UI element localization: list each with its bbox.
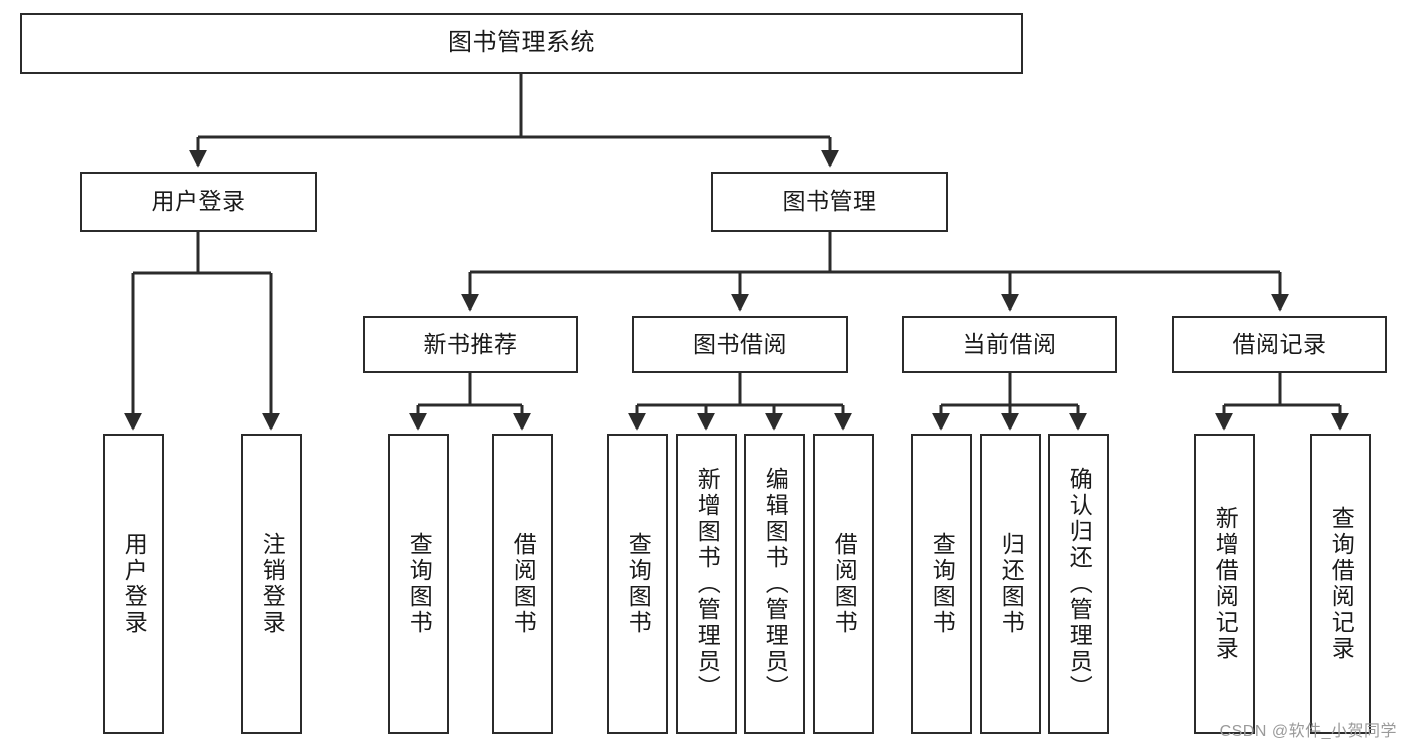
leaf-current-borrow-confirm-return-admin[interactable]: 确认归还（管理员）	[1048, 434, 1109, 734]
node-label: 借阅记录	[1232, 330, 1327, 357]
node-label: 借阅图书	[831, 532, 858, 636]
leaf-borrow-record-add-record[interactable]: 新增借阅记录	[1194, 434, 1255, 734]
node-label: 借阅图书	[510, 532, 537, 636]
node-book-management[interactable]: 图书管理	[711, 172, 948, 232]
node-label: 图书管理系统	[448, 29, 595, 57]
node-label: 当前借阅	[962, 330, 1057, 357]
node-label: 用户登录	[151, 188, 246, 215]
node-label: 查询图书	[625, 532, 652, 636]
node-label: 图书管理	[782, 188, 877, 215]
node-label: 新增图书（管理员）	[694, 467, 721, 701]
leaf-user-login-sign-out[interactable]: 注销登录	[241, 434, 302, 734]
leaf-current-borrow-return-book[interactable]: 归还图书	[980, 434, 1041, 734]
node-label: 归还图书	[998, 532, 1025, 636]
leaf-borrow-record-query-record[interactable]: 查询借阅记录	[1310, 434, 1371, 734]
leaf-book-borrow-edit-book-admin[interactable]: 编辑图书（管理员）	[744, 434, 805, 734]
leaf-user-login-sign-in[interactable]: 用户登录	[103, 434, 164, 734]
node-root-book-management-system[interactable]: 图书管理系统	[20, 13, 1023, 74]
node-label: 图书借阅	[693, 330, 787, 357]
node-current-borrow[interactable]: 当前借阅	[902, 316, 1117, 373]
node-label: 用户登录	[121, 532, 148, 636]
node-label: 新增借阅记录	[1212, 506, 1239, 662]
node-label: 注销登录	[259, 532, 286, 636]
node-user-login[interactable]: 用户登录	[80, 172, 317, 232]
node-label: 查询借阅记录	[1328, 506, 1355, 662]
leaf-current-borrow-query-book[interactable]: 查询图书	[911, 434, 972, 734]
leaf-new-book-query-book[interactable]: 查询图书	[388, 434, 449, 734]
node-label: 确认归还（管理员）	[1066, 467, 1093, 701]
node-label: 编辑图书（管理员）	[762, 467, 789, 701]
node-borrow-record[interactable]: 借阅记录	[1172, 316, 1387, 373]
node-label: 新书推荐	[423, 330, 518, 357]
node-book-borrow[interactable]: 图书借阅	[632, 316, 848, 373]
node-label: 查询图书	[929, 532, 956, 636]
leaf-book-borrow-add-book-admin[interactable]: 新增图书（管理员）	[676, 434, 737, 734]
leaf-new-book-borrow-book[interactable]: 借阅图书	[492, 434, 553, 734]
node-new-book-recommend[interactable]: 新书推荐	[363, 316, 578, 373]
node-label: 查询图书	[406, 532, 433, 636]
leaf-book-borrow-query-book[interactable]: 查询图书	[607, 434, 668, 734]
leaf-book-borrow-borrow-book[interactable]: 借阅图书	[813, 434, 874, 734]
